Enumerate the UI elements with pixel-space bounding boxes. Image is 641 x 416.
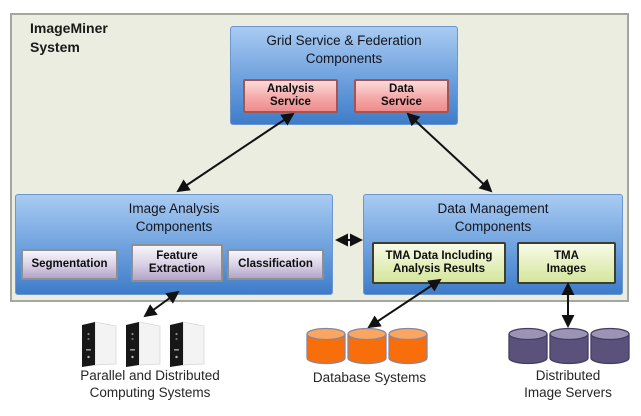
data-service-box: Data Service [354, 79, 449, 113]
grid-federation-components-box: Grid Service & Federation Components Ana… [230, 26, 458, 125]
server-tower-icon [126, 321, 161, 367]
analysis-service-box: Analysis Service [243, 79, 338, 113]
image-servers-label: Distributed Image Servers [524, 368, 612, 400]
database-systems-label: Database Systems [312, 370, 427, 385]
server-tower-icon [170, 321, 205, 367]
database-cylinder-icon [388, 327, 428, 365]
server-tower-icon [82, 321, 117, 367]
database-cylinders-orange-icon [306, 327, 428, 365]
feature-extraction-box: Feature Extraction [131, 244, 223, 282]
server-towers-icon [82, 321, 205, 367]
image-analysis-components-box: Image Analysis Components Segmentation F… [15, 194, 333, 295]
computing-systems-label: Parallel and Distributed Computing Syste… [80, 368, 220, 400]
grid-federation-title: Grid Service & Federation Components [266, 33, 422, 66]
database-cylinder-icon [590, 327, 630, 365]
tma-data-box: TMA Data Including Analysis Results [372, 242, 506, 284]
database-cylinder-icon [549, 327, 589, 365]
database-cylinders-purple-icon [508, 327, 630, 365]
tma-images-box: TMA Images [517, 242, 616, 284]
classification-box: Classification [227, 249, 324, 280]
data-management-components-box: Data Management Components TMA Data Incl… [363, 194, 623, 295]
image-analysis-title: Image Analysis Components [128, 201, 220, 234]
segmentation-box: Segmentation [21, 249, 118, 280]
database-cylinder-icon [508, 327, 548, 365]
system-title: ImageMiner System [30, 20, 108, 55]
database-cylinder-icon [306, 327, 346, 365]
database-cylinder-icon [347, 327, 387, 365]
data-management-title: Data Management Components [437, 201, 549, 234]
